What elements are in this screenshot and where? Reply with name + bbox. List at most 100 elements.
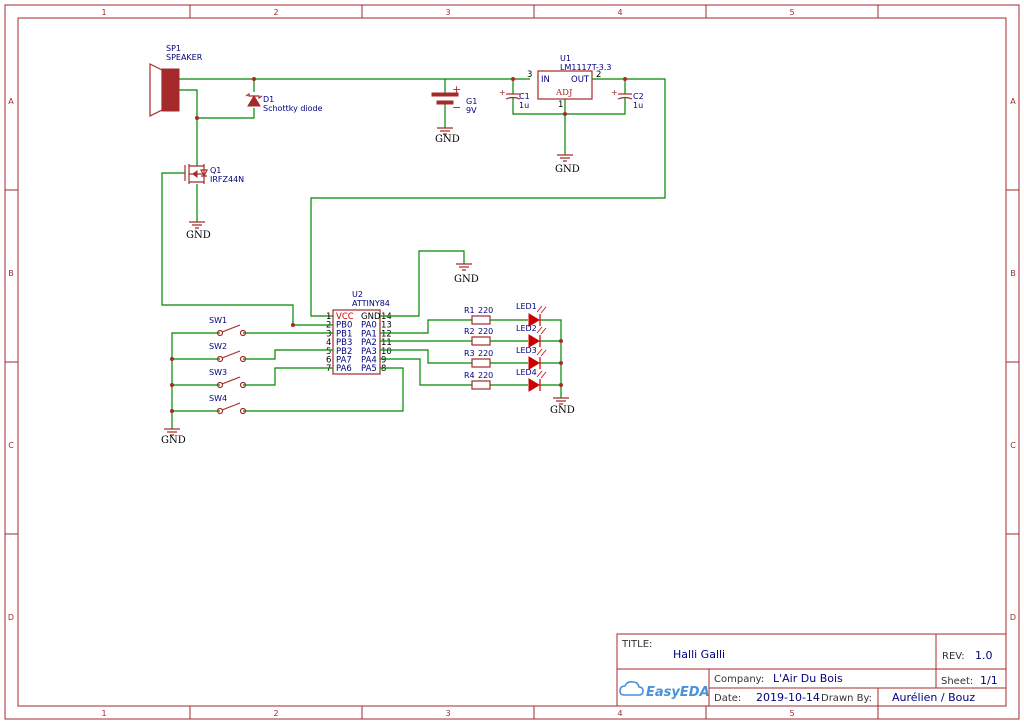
led2-ref: LED2	[516, 324, 537, 333]
c1-ref: C1	[519, 92, 530, 101]
gnd-u1: GND	[555, 154, 580, 175]
speaker-ref: SP1	[166, 44, 181, 53]
led-3[interactable]: LED3	[516, 346, 547, 370]
row-label-c: C	[8, 441, 14, 450]
led-icon	[528, 334, 540, 348]
led3-ref: LED3	[516, 346, 537, 355]
mcu-right-pin-number: 9	[381, 356, 386, 366]
company-label: Company:	[714, 674, 764, 685]
mosfet-q1[interactable]: Q1 IRFZ44N	[184, 164, 244, 184]
led-4[interactable]: LED4	[516, 368, 547, 392]
logo-text: EasyEDA	[646, 685, 710, 700]
sheet-label: Sheet:	[941, 676, 973, 687]
wire-pa0-r1	[380, 319, 472, 334]
c2-plus: +	[611, 88, 618, 97]
mcu-right-pin-number: 12	[381, 329, 392, 339]
diode-ref: D1	[263, 95, 274, 104]
resistor-r2[interactable]: R2 220	[464, 327, 493, 346]
row-label-b: B	[8, 269, 14, 278]
sw2-ref: SW2	[209, 342, 227, 351]
mcu-right-pin-name: PA5	[361, 364, 377, 374]
col-label-5-bottom: 5	[789, 709, 794, 718]
mcu-left-pin-name: PB1	[336, 329, 352, 339]
regulator-u1[interactable]: U1 LM1117T-3.3 IN OUT ADJ 3 2 1	[527, 54, 611, 110]
gnd-label: GND	[435, 134, 460, 145]
wire-sw-common	[171, 332, 220, 429]
leds: LED1 LED2 LED3 LED4	[516, 302, 547, 392]
sheet-value: 1/1	[980, 674, 998, 687]
capacitor-c1[interactable]: + C1 1u	[499, 88, 530, 110]
regulator-value: LM1117T-3.3	[560, 63, 611, 72]
wire-r-led	[490, 319, 528, 386]
battery-minus-sign: −	[452, 101, 461, 114]
c1-plus: +	[499, 88, 506, 97]
cloud-icon	[619, 681, 644, 696]
speaker-sp1[interactable]: SP1 SPEAKER	[149, 44, 203, 117]
led-2[interactable]: LED2	[516, 324, 547, 348]
switch-sw1[interactable]: SW1	[209, 316, 247, 337]
led-1[interactable]: LED1	[516, 302, 547, 327]
mcu-left-pin-number: 1	[326, 312, 331, 322]
diode-d1[interactable]: D1 Schottky diode	[245, 92, 323, 113]
mcu-left-pin-name: PB3	[336, 338, 352, 348]
speaker-value: SPEAKER	[166, 53, 203, 62]
diode-value: Schottky diode	[263, 104, 323, 113]
drawn-by-label: Drawn By:	[821, 693, 872, 704]
date-value: 2019-10-14	[756, 691, 820, 704]
mcu-right-pin-number: 8	[381, 364, 386, 374]
gnd-q1: GND	[186, 221, 211, 241]
r2-ref: R2	[464, 327, 475, 336]
mcu-left-pin-name: PB2	[336, 347, 352, 357]
title-block: TITLE: Halli Galli REV: 1.0 Company: L'A…	[616, 633, 1007, 707]
resistor-r4[interactable]: R4 220	[464, 371, 493, 390]
col-label-1-bottom: 1	[101, 709, 106, 718]
col-label-2-bottom: 2	[273, 709, 278, 718]
gnd-leds: GND	[550, 397, 575, 416]
mosfet-value: IRFZ44N	[210, 175, 244, 184]
battery-value: 9V	[466, 106, 477, 115]
resistor-r1[interactable]: R1 220	[464, 306, 493, 325]
led-icon	[528, 356, 540, 370]
gnd-label: GND	[161, 435, 186, 446]
mcu-right-pin-name: PA2	[361, 338, 377, 348]
led1-ref: LED1	[516, 302, 537, 311]
resistor-r3[interactable]: R3 220	[464, 349, 493, 368]
regulator-pin-adj: ADJ	[555, 88, 573, 98]
mcu-left-pin-name: PA6	[336, 364, 352, 374]
mcu-left-pin-name: PA7	[336, 356, 352, 366]
gnd-u2: GND	[454, 263, 479, 285]
speaker-cone-icon	[149, 63, 163, 117]
mcu-left-pin-number: 3	[326, 329, 331, 339]
r1-value: 220	[478, 306, 493, 315]
battery-ref: G1	[466, 97, 477, 106]
switch-sw4[interactable]: SW4	[209, 394, 247, 415]
wire-led-common	[540, 319, 562, 398]
easyeda-logo: EasyEDA	[619, 681, 710, 700]
diode-icon	[247, 95, 261, 107]
wire-pa2-r3	[380, 349, 472, 364]
wire-sw3	[243, 367, 333, 386]
mcu-right-pin-name: PA0	[361, 321, 377, 331]
date-label: Date:	[714, 693, 741, 704]
led-icon	[528, 313, 540, 327]
col-label-3-bottom: 3	[445, 709, 450, 718]
switch-sw3[interactable]: SW3	[209, 368, 247, 389]
company-value: L'Air Du Bois	[773, 672, 843, 685]
mcu-right-pin-name: PA4	[361, 356, 377, 366]
r4-value: 220	[478, 371, 493, 380]
battery-g1[interactable]: + − G1 9V	[431, 79, 477, 128]
r1-ref: R1	[464, 306, 475, 315]
row-label-b-right: B	[1010, 269, 1016, 278]
row-label-a: A	[8, 97, 14, 106]
gnd-label: GND	[186, 230, 211, 241]
gnd-label: GND	[555, 164, 580, 175]
mcu-left-pin-number: 4	[326, 338, 331, 348]
regulator-pin-in: IN	[541, 75, 550, 85]
r2-value: 220	[478, 327, 493, 336]
led4-ref: LED4	[516, 368, 537, 377]
capacitor-c2[interactable]: + C2 1u	[611, 88, 644, 110]
switch-sw2[interactable]: SW2	[209, 342, 247, 363]
col-label-3: 3	[445, 8, 450, 17]
